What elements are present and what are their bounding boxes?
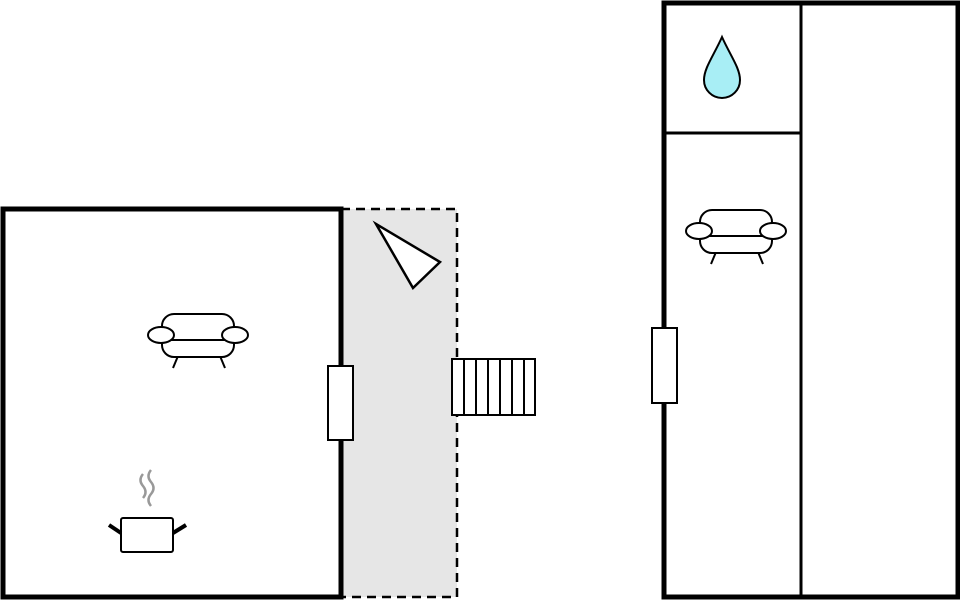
sofa-icon: [685, 209, 787, 265]
sofa-icon: [147, 313, 249, 369]
water-drop-icon: [702, 34, 742, 99]
triangle-marker-icon: [372, 220, 443, 291]
terrace: [339, 207, 459, 599]
door: [651, 327, 678, 404]
right-building: [661, 0, 960, 600]
door: [327, 365, 354, 441]
cooking-pot-icon: [107, 469, 188, 553]
stairs-icon: [451, 358, 536, 416]
